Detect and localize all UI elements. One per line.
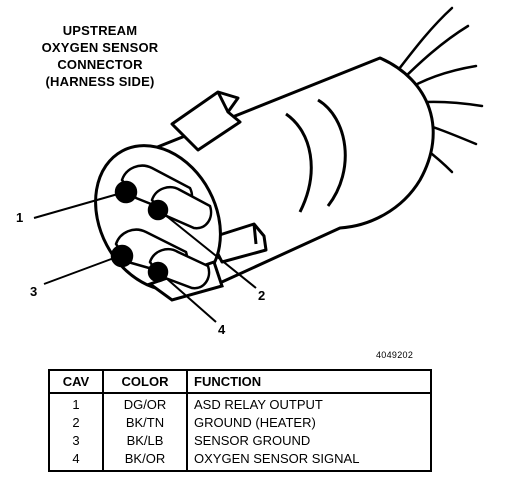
cell-color: BK/LB xyxy=(103,432,188,450)
cell-color: BK/OR xyxy=(103,450,188,471)
cell-color: BK/TN xyxy=(103,414,188,432)
callout-1: 1 xyxy=(16,210,24,225)
title-line-2: OXYGEN SENSOR xyxy=(41,40,159,55)
cell-cav: 4 xyxy=(49,450,104,471)
table-row: 4 BK/OR OXYGEN SENSOR SIGNAL xyxy=(49,450,431,471)
cell-function: SENSOR GROUND xyxy=(194,433,311,448)
connector-title: UPSTREAM OXYGEN SENSOR CONNECTOR (HARNES… xyxy=(0,22,200,90)
cell-cav: 3 xyxy=(49,432,104,450)
header-cav: CAV xyxy=(49,370,104,394)
terminal-cavities xyxy=(110,164,213,290)
figure-id: 4049202 xyxy=(376,350,414,360)
title-line-3: CONNECTOR xyxy=(57,57,143,72)
cavity-3-pin xyxy=(110,244,134,268)
callout-3: 3 xyxy=(30,284,38,299)
cavity-2-pin xyxy=(147,199,169,221)
table-header-row: CAV COLOR FUNCTION xyxy=(49,370,431,394)
cell-cav: 2 xyxy=(49,414,104,432)
leader-lines xyxy=(33,193,257,323)
callout-2: 2 xyxy=(258,288,266,303)
cavity-1-pin xyxy=(114,180,138,204)
pinout-table: CAV COLOR FUNCTION 1 DG/OR ASD RELAY OUT… xyxy=(48,369,432,472)
header-function: FUNCTION xyxy=(187,370,431,394)
table-row: 3 BK/LB SENSOR GROUND xyxy=(49,432,431,450)
cell-color: DG/OR xyxy=(103,393,188,414)
table-row: 2 BK/TN GROUND (HEATER) xyxy=(49,414,431,432)
cell-function: GROUND (HEATER) xyxy=(194,415,316,430)
title-line-1: UPSTREAM xyxy=(62,23,138,38)
table-row: 1 DG/OR ASD RELAY OUTPUT xyxy=(49,393,431,414)
cell-function: OXYGEN SENSOR SIGNAL xyxy=(194,451,360,466)
cell-cav: 1 xyxy=(49,393,104,414)
cavity-4-pin xyxy=(147,261,169,283)
callout-4: 4 xyxy=(218,322,226,337)
title-line-4: (HARNESS SIDE) xyxy=(45,74,155,89)
cell-function: ASD RELAY OUTPUT xyxy=(194,397,323,412)
header-color: COLOR xyxy=(103,370,188,394)
